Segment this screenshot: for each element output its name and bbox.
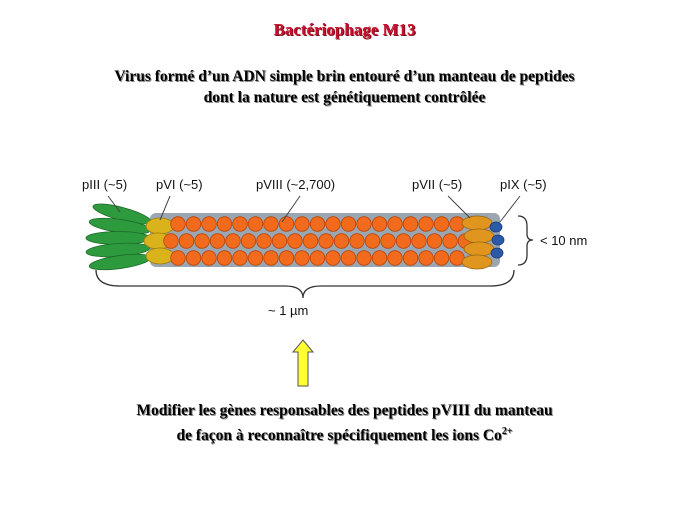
pviii-protein — [232, 250, 248, 266]
pviii-protein — [411, 233, 427, 249]
pviii-protein — [402, 250, 419, 266]
pviii-protein — [371, 216, 388, 232]
pix-protein — [491, 234, 505, 246]
pviii-protein — [426, 233, 443, 249]
pviii-protein — [309, 216, 326, 232]
subtitle: Virus formé d’un ADN simple brin entouré… — [40, 66, 649, 108]
pvi-leader — [159, 195, 171, 221]
pviii-protein — [178, 233, 195, 249]
pviii-protein — [318, 233, 334, 249]
pviii-protein — [278, 250, 295, 266]
pviii-protein — [418, 216, 434, 232]
subtitle-line-1: Virus formé d’un ADN simple brin entouré… — [114, 68, 575, 85]
pviii-leader — [281, 195, 301, 223]
pviii-protein — [287, 233, 303, 249]
pviii-protein — [247, 216, 264, 232]
pix-protein — [489, 221, 503, 233]
label-pvi: pVI (~5) — [156, 177, 203, 192]
pvii-leader — [447, 195, 471, 219]
bottom-line-2: de façon à reconnaître spécifiquement le… — [30, 421, 659, 446]
pviii-protein — [216, 250, 233, 266]
pviii-protein — [371, 250, 388, 266]
pviii-protein — [201, 216, 217, 232]
pviii-protein — [364, 233, 381, 249]
pviii-protein — [325, 250, 341, 266]
bottom-line-2-superscript: 2+ — [501, 426, 513, 437]
pviii-protein — [194, 233, 210, 249]
piii-protein — [85, 231, 151, 245]
up-arrow-icon — [291, 339, 315, 387]
label-pviii: pVIII (~2,700) — [256, 177, 336, 192]
piii-leader — [107, 195, 121, 213]
bottom-line-2-text: de façon à reconnaître spécifiquement le… — [176, 427, 502, 445]
pviii-protein — [247, 250, 264, 266]
pviii-protein — [302, 233, 319, 249]
pviii-protein — [209, 233, 226, 249]
pviii-protein — [170, 250, 186, 266]
label-pix: pIX (~5) — [500, 177, 547, 192]
pviii-protein — [418, 250, 434, 266]
bottom-text: Modifier les gènes responsables des pept… — [30, 400, 659, 446]
pviii-protein — [263, 216, 279, 232]
pviii-protein — [185, 250, 202, 266]
pviii-protein — [232, 216, 248, 232]
pix-leader — [499, 195, 521, 223]
pviii-protein — [349, 233, 365, 249]
pviii-protein — [356, 216, 372, 232]
pviii-protein — [380, 233, 396, 249]
pviii-protein — [402, 216, 419, 232]
pviii-protein — [216, 216, 233, 232]
pviii-proteins — [163, 216, 474, 266]
pvii-protein — [461, 215, 493, 231]
label-pvii: pVII (~5) — [412, 177, 463, 192]
pviii-protein — [271, 233, 288, 249]
subtitle-line-2: dont la nature est génétiquement contrôl… — [203, 89, 486, 106]
pix-protein — [490, 247, 504, 259]
pviii-protein — [263, 250, 279, 266]
pviii-protein — [395, 233, 412, 249]
pviii-protein — [240, 233, 257, 249]
label-length: ~ 1 µm — [268, 303, 309, 318]
leader-lines — [107, 195, 521, 223]
pviii-protein — [294, 250, 310, 266]
page-title: Bactériophage M13 — [273, 20, 416, 39]
pviii-protein — [185, 216, 202, 232]
pviii-protein — [256, 233, 272, 249]
pviii-protein — [442, 233, 458, 249]
pviii-protein — [325, 216, 341, 232]
pvi-protein — [145, 247, 175, 265]
pviii-protein — [333, 233, 350, 249]
pviii-protein — [356, 250, 372, 266]
pviii-protein — [170, 216, 186, 232]
pviii-protein — [387, 216, 403, 232]
pvii-protein — [463, 241, 495, 257]
pviii-protein — [309, 250, 326, 266]
pvi-protein — [145, 217, 175, 235]
pviii-protein — [278, 216, 295, 232]
pvii-protein — [461, 254, 493, 270]
pviii-protein — [433, 250, 450, 266]
width-bracket — [517, 215, 534, 266]
pviii-protein — [340, 250, 357, 266]
pvii-protein — [463, 228, 495, 244]
label-piii: pIII (~5) — [82, 177, 128, 192]
pix-proteins — [489, 221, 505, 259]
pviii-protein — [340, 216, 357, 232]
pviii-protein — [433, 216, 450, 232]
bottom-line-1: Modifier les gènes responsables des pept… — [136, 402, 553, 419]
pviii-protein — [163, 233, 179, 249]
pviii-protein — [225, 233, 241, 249]
pviii-protein — [294, 216, 310, 232]
length-bracket — [95, 269, 515, 299]
label-width: < 10 nm — [540, 233, 588, 248]
pviii-protein — [387, 250, 403, 266]
pviii-protein — [201, 250, 217, 266]
